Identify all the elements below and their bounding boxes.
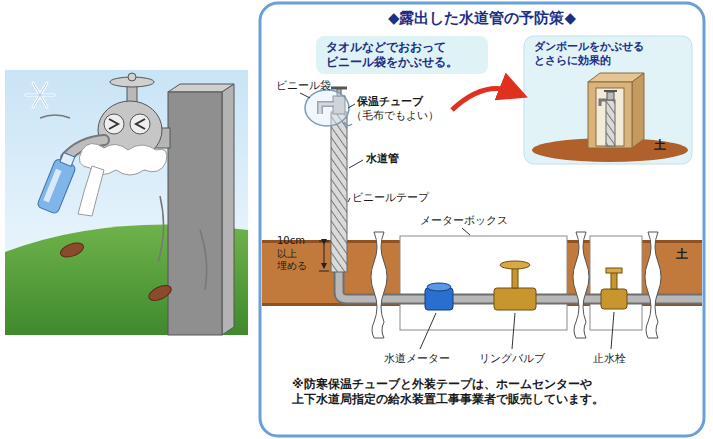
- part-label: ビニールテープ: [352, 191, 429, 205]
- inset-box: ダンボールをかぶせる とさらに効果的: [524, 36, 694, 164]
- cartoon: [5, 70, 248, 335]
- meter-box: [400, 236, 567, 330]
- valve-box: [590, 236, 642, 330]
- note-text: ※防寒保温チューブと外装テープは、ホームセンターや 上下水道局指定の給水装置工事…: [292, 377, 702, 407]
- meter-and-valves: [425, 261, 627, 310]
- ground-label: 土: [654, 138, 666, 153]
- panel-frame: [260, 3, 704, 436]
- part-label: ビニール袋: [276, 79, 331, 93]
- part-label: 水道メーター: [384, 352, 450, 366]
- callout-box: タオルなどでおおって ビニール袋をかぶせる。: [316, 36, 488, 74]
- dimension-line: [324, 244, 325, 268]
- part-label: 水道管: [366, 152, 399, 166]
- node-text: ダンボールをかぶせる とさらに効果的: [534, 40, 682, 68]
- part-label: 止水栓: [593, 352, 626, 366]
- title: ◆露出した水道管の予防策◆: [260, 9, 704, 28]
- red-arrow: [452, 89, 514, 110]
- part-label: リングバルブ: [479, 352, 545, 366]
- part-label: メーターボックス: [420, 214, 508, 228]
- dimension-tick: [319, 241, 329, 242]
- leader-lines: [300, 93, 614, 349]
- cardboard-inset: [524, 36, 692, 164]
- faucet: [305, 88, 352, 126]
- dimension-tick: [319, 271, 329, 272]
- dimension-label: 10cm 以上 埋める: [277, 235, 319, 273]
- part-label: 保温チューブ: [357, 95, 423, 109]
- break-marks: [371, 232, 661, 338]
- node-text: タオルなどでおおって ビニール袋をかぶせる。: [326, 40, 476, 70]
- part-note: （毛布でもよい）: [351, 109, 439, 123]
- ground-label: 土: [676, 247, 688, 262]
